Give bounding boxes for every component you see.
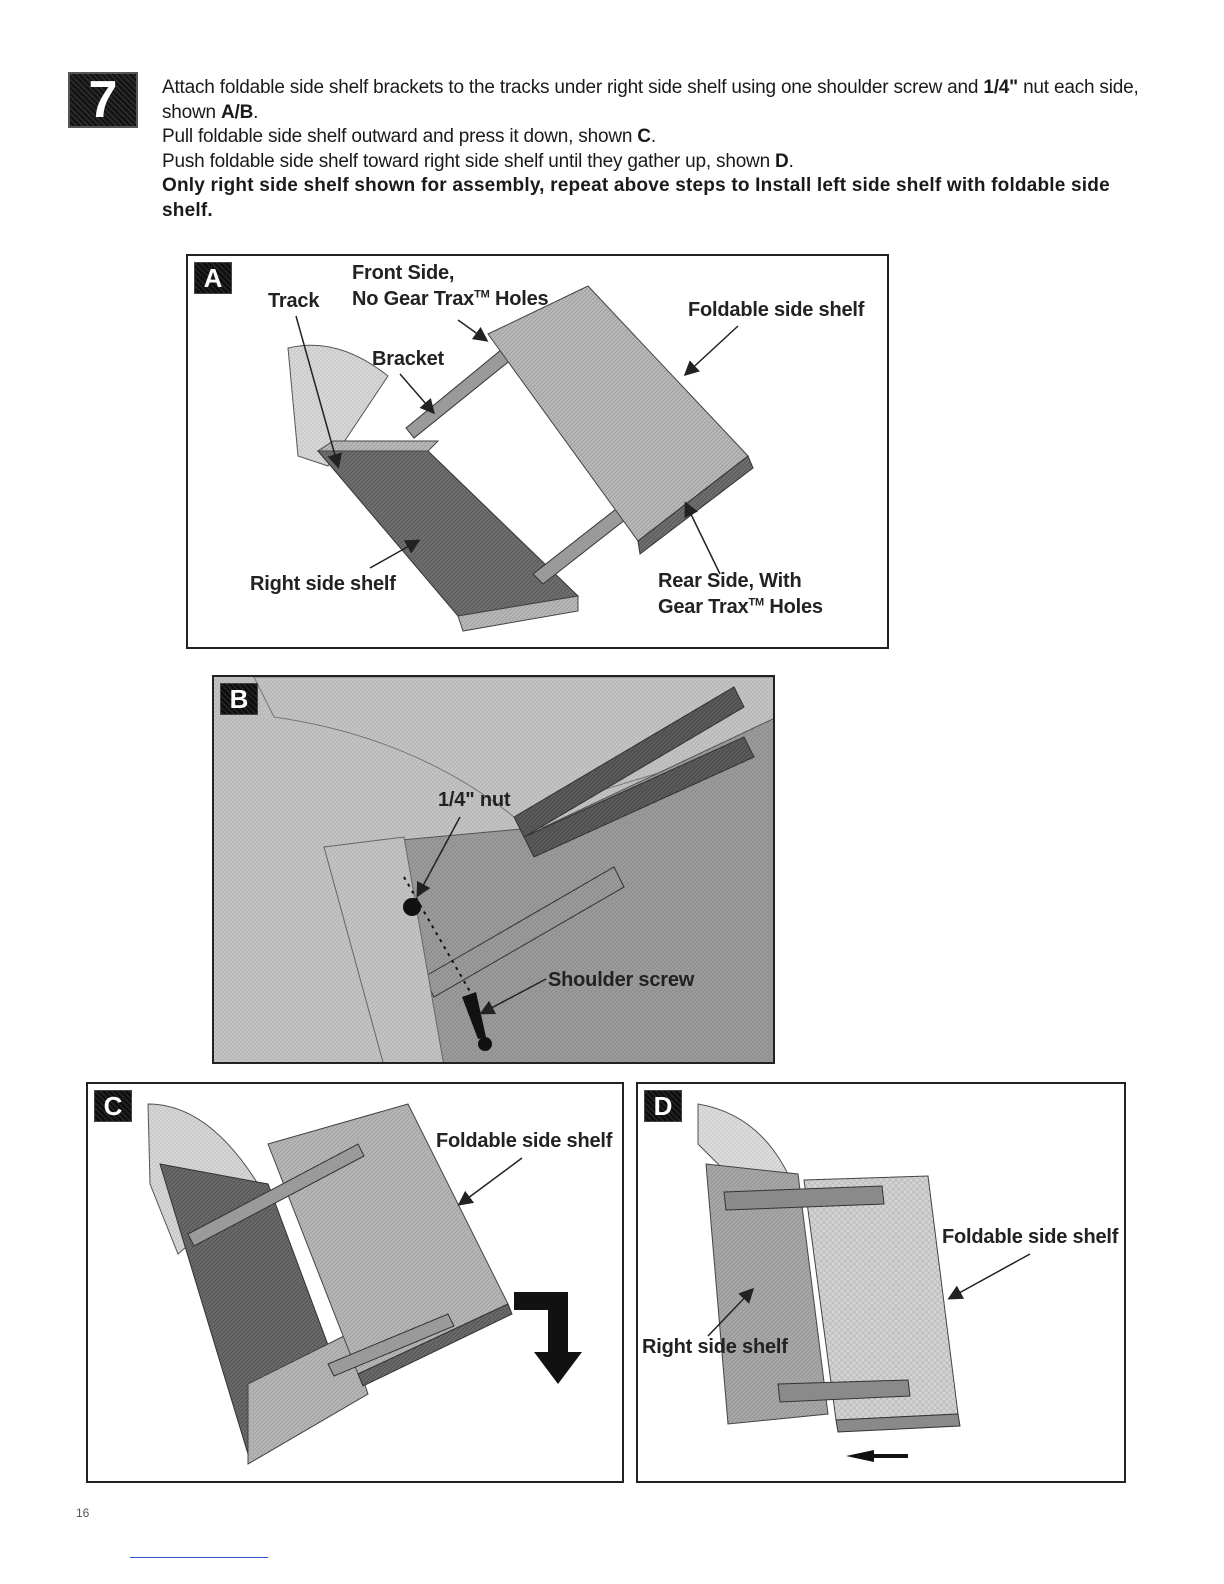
- panel-a-drawing: [287, 285, 754, 632]
- label-rear-gear-trax: Gear TraxTM Holes: [658, 596, 823, 618]
- instruction-line-3: Push foldable side shelf toward right si…: [162, 150, 794, 172]
- panel-a-leaders: [295, 315, 739, 575]
- panel-b-letter: B: [220, 683, 258, 715]
- panel-d-drawing: [697, 1103, 961, 1462]
- label-front-side: Front Side,: [352, 262, 455, 284]
- label-bracket: Bracket: [372, 348, 444, 370]
- panel-b-leaders: [416, 816, 547, 1015]
- panel-c-letter: C: [94, 1090, 132, 1122]
- panel-a-letter: A: [194, 262, 232, 294]
- instructions: Attach foldable side shelf brackets to t…: [162, 76, 1152, 223]
- right-side-shelf: [705, 1163, 829, 1425]
- panel-b-drawing: [214, 677, 773, 1062]
- panel-d-leaders: [707, 1253, 1031, 1337]
- nut: [403, 898, 421, 916]
- panel-d-illustration: D Foldable side shelf Right side shelf: [636, 1082, 1126, 1483]
- down-arrow-icon: [514, 1292, 582, 1384]
- panel-c-drawing: [147, 1103, 582, 1465]
- label-right-side-shelf: Right side shelf: [250, 573, 396, 595]
- track: [513, 686, 745, 838]
- panel-a-illustration: A Track Front Side, No Gear TraxTM Holes: [186, 254, 889, 649]
- label-foldable-side-shelf: Foldable side shelf: [942, 1226, 1119, 1248]
- label-shoulder-screw: Shoulder screw: [548, 969, 695, 991]
- label-foldable-side-shelf: Foldable side shelf: [688, 299, 865, 321]
- label-foldable-side-shelf: Foldable side shelf: [436, 1130, 613, 1152]
- panel-c-illustration: C Foldable side shelf: [86, 1082, 624, 1483]
- panel-c-leaders: [457, 1157, 523, 1206]
- bracket-rear: [327, 1313, 455, 1377]
- page-number: 16: [76, 1506, 90, 1520]
- track-bottom: [777, 1379, 911, 1403]
- step-number-badge: 7: [68, 72, 138, 128]
- panel-d-letter: D: [644, 1090, 682, 1122]
- track-top: [723, 1185, 885, 1211]
- instruction-line-1: Attach foldable side shelf brackets to t…: [162, 77, 1139, 123]
- step-number: 7: [88, 71, 118, 129]
- bracket-front: [187, 1143, 365, 1247]
- label-rear-side: Rear Side, With: [658, 570, 802, 592]
- shoulder-screw: [462, 992, 486, 1039]
- label-track: Track: [268, 290, 320, 312]
- label-no-gear-trax: No Gear TraxTM Holes: [352, 288, 549, 310]
- footer-rule: [130, 1557, 268, 1558]
- panel-b-illustration: B 1/4" nut Shoulder screw: [212, 675, 775, 1064]
- instruction-note: Only right side shelf shown for assembly…: [162, 175, 1110, 221]
- instruction-line-2: Pull foldable side shelf outward and pre…: [162, 126, 656, 147]
- label-right-side-shelf: Right side shelf: [642, 1336, 788, 1358]
- left-arrow-icon: [846, 1450, 908, 1462]
- label-nut: 1/4" nut: [438, 789, 511, 811]
